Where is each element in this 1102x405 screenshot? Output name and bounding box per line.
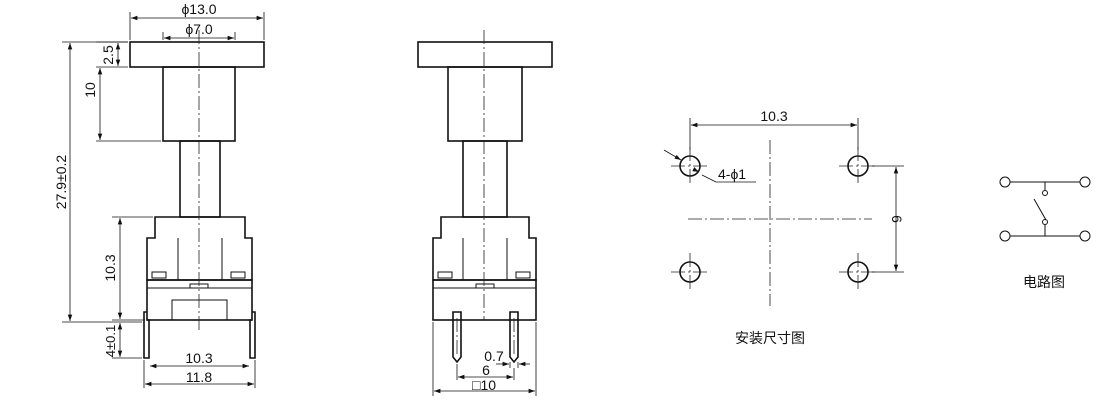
dim-body-square: □10	[472, 377, 496, 393]
footprint-caption: 安装尺寸图	[735, 330, 805, 346]
mount-hole	[671, 147, 709, 185]
dim-height-body: 10.3	[102, 254, 118, 281]
dim-height-stem: 10	[82, 82, 98, 98]
front-cap-head	[417, 41, 553, 68]
front-pin-right	[509, 311, 519, 364]
dim-height-total: 27.9±0.2	[53, 155, 69, 210]
front-cap-stem	[447, 66, 523, 142]
switch-contact	[1033, 198, 1047, 221]
cap-head	[129, 41, 265, 68]
dim-pin-pitch: 6	[482, 362, 490, 378]
hole-callout: 4-ϕ1	[718, 166, 746, 182]
mounting-footprint: 10.3 6 4-ϕ1 安装尺寸图	[663, 108, 905, 346]
mount-hole	[671, 253, 709, 291]
side-view: ϕ13.0 ϕ7.0 2.5 10 27.9±0.2 10.3 4±0.1	[53, 1, 265, 388]
dim-pin-width: 0.7	[484, 348, 504, 364]
front-pin-left	[452, 311, 462, 364]
terminal-2	[1079, 176, 1091, 188]
mount-hole	[839, 147, 877, 185]
circuit-caption: 电路图	[1023, 274, 1065, 290]
front-base	[432, 279, 537, 321]
dim-footprint-x: 10.3	[760, 108, 787, 124]
terminal-4	[1079, 230, 1091, 242]
front-plunger	[462, 140, 508, 218]
switch-housing	[146, 216, 253, 281]
plunger	[179, 140, 221, 218]
dim-height-head: 2.5	[100, 45, 116, 65]
front-view: 0.7 6 □10	[417, 30, 553, 396]
front-housing	[432, 216, 537, 281]
dim-dia-stem: ϕ7.0	[185, 21, 213, 37]
dim-width-body: 10.3	[185, 350, 212, 366]
dim-footprint-y: 6	[889, 215, 905, 223]
terminal-1	[999, 176, 1011, 188]
terminal-3	[999, 230, 1011, 242]
mount-hole	[839, 253, 877, 291]
dim-width-total: 11.8	[186, 369, 212, 385]
circuit-diagram: 电路图	[999, 176, 1091, 290]
dim-height-pin: 4±0.1	[103, 325, 118, 357]
dim-dia-head: ϕ13.0	[181, 1, 216, 17]
right-pin	[249, 311, 256, 359]
left-pin	[143, 311, 150, 359]
